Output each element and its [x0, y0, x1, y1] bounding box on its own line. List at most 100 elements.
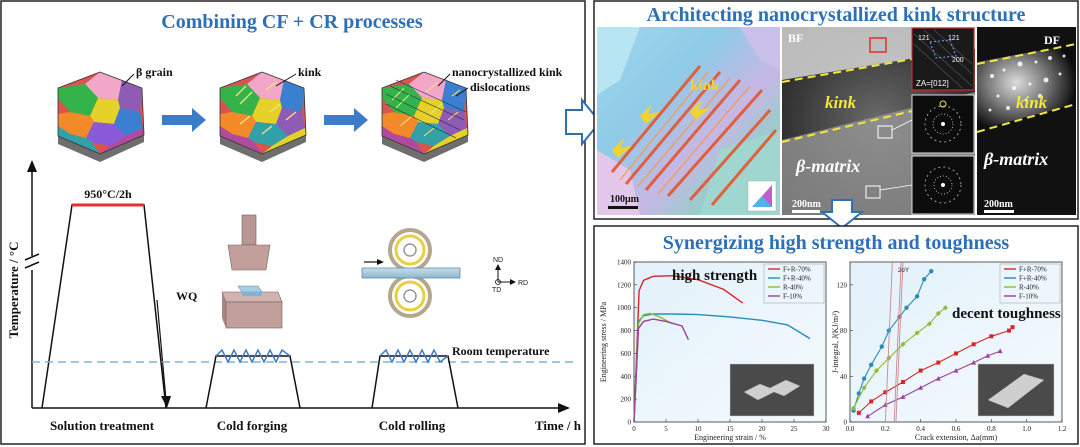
chart2-point [873, 367, 880, 374]
ebsd-scale-bar: 100μm [610, 194, 640, 205]
chart2-xtick-label: 0.4 [916, 425, 925, 433]
chart2-point [935, 310, 941, 317]
chart2-ylabel: J-integral, J(KJ/m²) [831, 310, 840, 373]
process-arrows [162, 108, 368, 132]
room-temperature-label: Room temperature [452, 344, 550, 358]
chart2-xtick-label: 1.0 [1022, 425, 1031, 433]
chart1-legend-label: F+R-70% [783, 266, 811, 274]
temperature-axis-label: Temperature / °C [6, 242, 21, 339]
chart1-xtick-label: 20 [759, 425, 767, 433]
df-scale-bar: 200nm [984, 199, 1014, 210]
df-tag: DF [1044, 33, 1060, 47]
chart2-ytick-label: 80 [840, 327, 848, 335]
chart1-legend-label: R-40% [783, 284, 803, 292]
time-axis-label: Time / h [535, 418, 582, 433]
chart2-point [856, 391, 862, 396]
forging-die-illustration [221, 214, 283, 329]
rolling-axes-indicator [495, 264, 516, 285]
chart2-ytick-label: 40 [840, 373, 848, 381]
chart2-point [861, 385, 867, 391]
chart2-point [914, 294, 920, 299]
chart2-point [997, 348, 1003, 354]
chart1-ytick-label: 600 [621, 350, 632, 358]
chart2-point [936, 360, 941, 365]
chart2-point [900, 341, 906, 347]
chart2-xtick-label: 0.0 [846, 425, 855, 433]
chart2-point [989, 334, 994, 339]
chart2-point [954, 351, 958, 356]
chart2-specimen-inset [977, 363, 1055, 417]
nd-label: ND [493, 257, 503, 264]
chart2-ytick-label: 0 [844, 419, 848, 427]
grain-structure-solution [57, 71, 145, 162]
chart2-point [918, 385, 924, 390]
chart2-legend-label: F+R-40% [1019, 275, 1047, 283]
chart2-point [886, 328, 892, 333]
chart1-series-line [633, 318, 690, 423]
chart2-point [971, 342, 976, 347]
chart2-xtick-label: 0.6 [952, 425, 961, 433]
chart1-legend-label: F-10% [783, 293, 802, 301]
chart2-point [1010, 325, 1015, 330]
chart2-point [901, 380, 905, 384]
chart2-annotation: 2σY [898, 268, 909, 274]
ebsd-kink-label: kink [690, 78, 720, 94]
chart2-legend-label: F-10% [1019, 293, 1038, 301]
kink-label-grain: kink [298, 65, 322, 79]
chart2-legend-label: R-40% [1019, 284, 1039, 292]
quench-label: WQ [176, 289, 197, 303]
grain-structure-forged [219, 71, 307, 162]
chart2-point [926, 321, 933, 327]
chart2-point [929, 268, 934, 274]
chart1-legend-label: F+R-40% [783, 275, 811, 283]
chart1-xtick-label: 5 [664, 425, 668, 433]
cold-forging-profile [205, 348, 301, 409]
chart2-xlabel: Crack extension, Δa(mm) [915, 433, 998, 442]
chart2-point [935, 375, 941, 381]
df-matrix-label: β-matrix [983, 149, 1048, 169]
chart1-ylabel: Engineering stress / MPa [599, 301, 608, 382]
spot-label-1: 121 [918, 35, 930, 42]
grain-structure-rolled [381, 71, 469, 162]
chart2-point [883, 390, 888, 395]
chart1-ytick-label: 800 [621, 327, 632, 335]
td-label: TD [492, 287, 501, 294]
right-bottom-title: Synergizing high strength and toughness [663, 232, 1010, 254]
left-panel-title: Combining CF + CR processes [161, 11, 423, 33]
bf-scale-bar: 200nm [792, 199, 822, 210]
chart2-point [886, 355, 892, 361]
hold-label: 950°C/2h [84, 187, 132, 201]
chart1-specimen-inset [729, 363, 815, 417]
bf-tag: BF [788, 31, 803, 45]
dislocations-label: dislocations [470, 80, 530, 94]
chart1-legend-box [763, 263, 825, 304]
chart2-point [942, 305, 948, 311]
chart2-point [869, 399, 874, 404]
ebsd-map [597, 27, 780, 215]
chart1-ytick-label: 400 [621, 373, 632, 381]
beta-grain-label: β grain [136, 65, 173, 79]
chart2-xtick-label: 0.8 [987, 425, 996, 433]
chart1-xtick-label: 30 [823, 425, 831, 433]
spot-label-2: 121 [948, 35, 960, 42]
chart2-ytick-label: 120 [837, 281, 848, 289]
chart2-xtick-label: 0.2 [881, 425, 890, 433]
chart2-title: decent toughness [952, 306, 1061, 322]
chart2-blunting-line [893, 261, 902, 423]
right-top-title: Architecting nanocrystallized kink struc… [647, 4, 1026, 26]
chart2-blunting-line [884, 261, 893, 423]
chart1-ytick-label: 1200 [617, 281, 632, 289]
za-label: ZA=[012] [916, 79, 949, 88]
chart2-legend-box [999, 263, 1061, 304]
spot-label-3: 200 [952, 57, 964, 64]
stage-cold-forging: Cold forging [217, 418, 288, 433]
chart2-point [985, 353, 991, 358]
chart2-point [856, 410, 861, 415]
chart1-xtick-label: 0 [632, 425, 636, 433]
chart2-point [865, 413, 871, 419]
rolling-mill-illustration [361, 228, 461, 318]
chart2-point [861, 376, 867, 381]
chart1-ytick-label: 1000 [617, 304, 632, 312]
